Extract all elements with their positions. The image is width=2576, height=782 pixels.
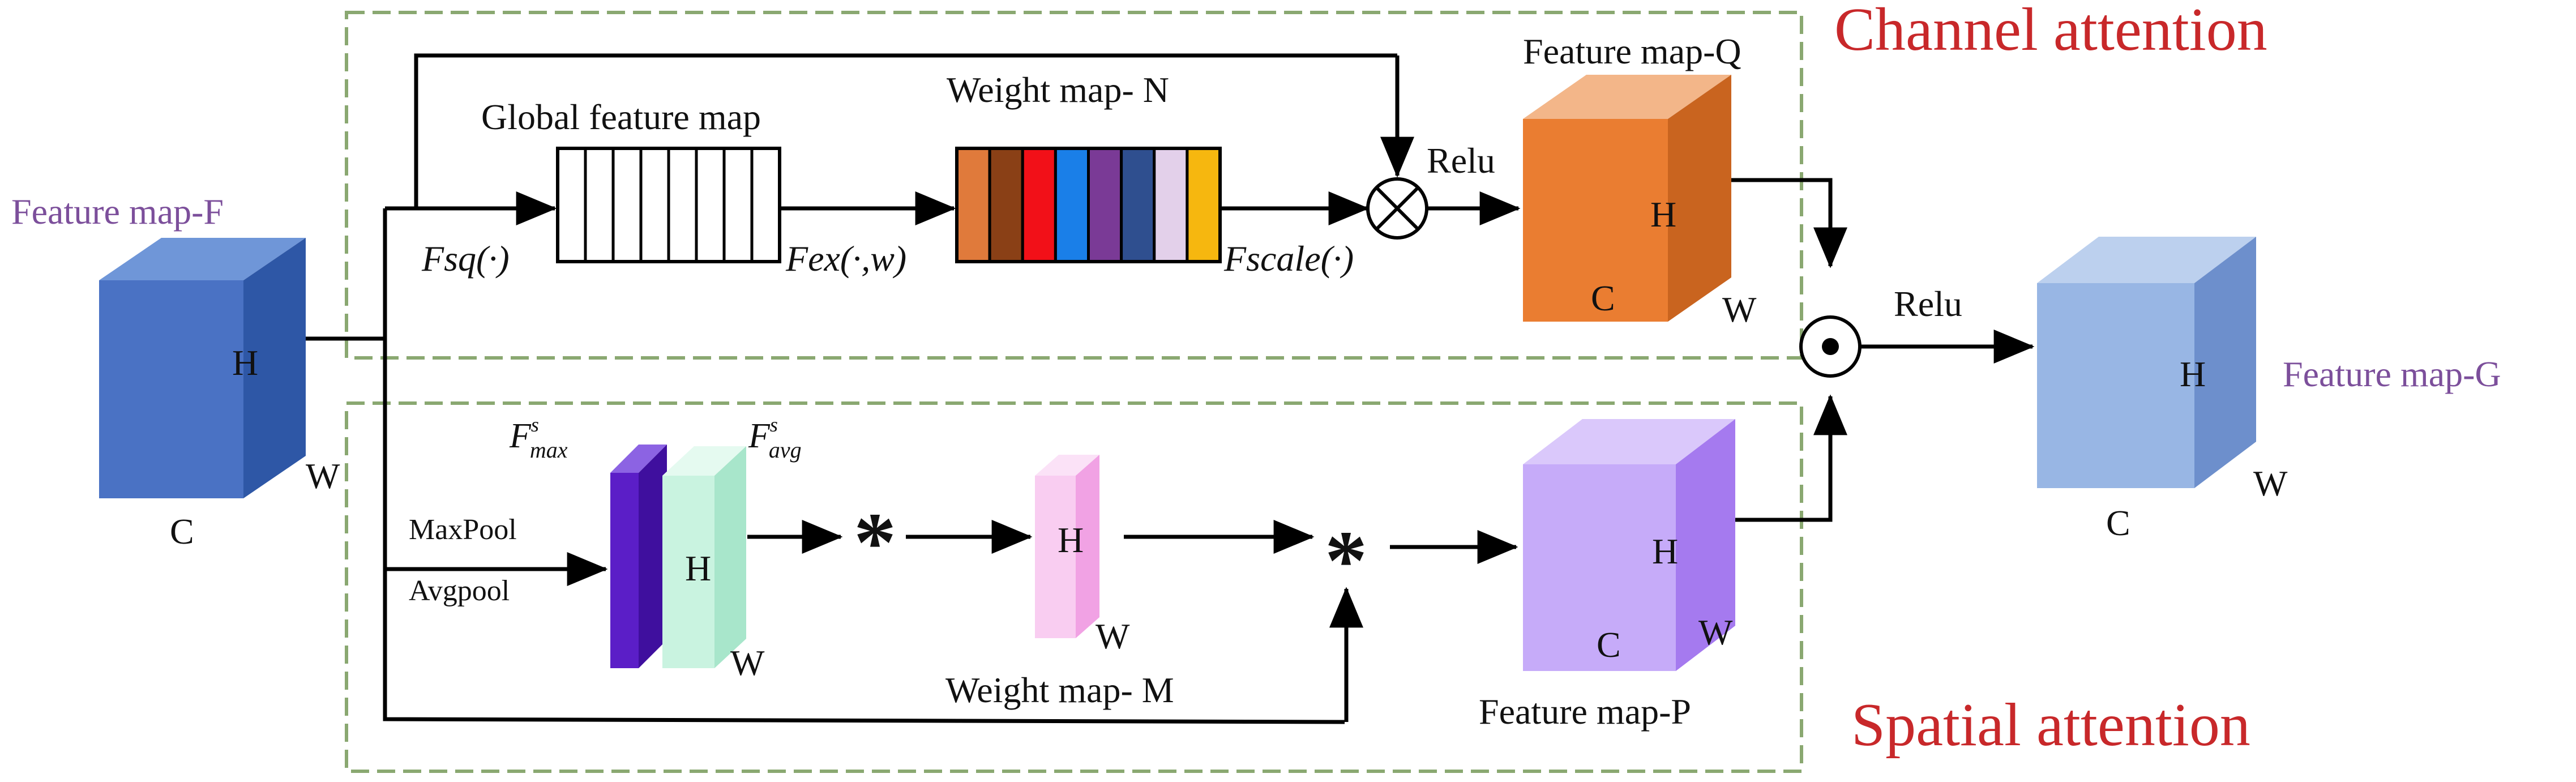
weight-m-w-label: W bbox=[1096, 616, 1130, 656]
cube-q-h-label: H bbox=[1650, 194, 1676, 234]
feature-map-p-cube: H C W bbox=[1523, 419, 1735, 671]
cube-p-w-label: W bbox=[1698, 612, 1733, 652]
spatial-attention-heading: Spatial attention bbox=[1851, 691, 2250, 759]
cube-p-top bbox=[1523, 419, 1735, 464]
cube-p-front bbox=[1523, 464, 1676, 671]
feature-map-q-cube: H C W bbox=[1523, 75, 1757, 330]
cube-g-top bbox=[2037, 237, 2256, 283]
cube-g-side bbox=[2194, 237, 2256, 488]
cube-g-front bbox=[2037, 283, 2194, 488]
favg-sub: avg bbox=[769, 437, 802, 463]
weight-map-n-label: Weight map- N bbox=[947, 70, 1169, 110]
pool-h-label: H bbox=[685, 548, 711, 588]
global-feature-map-label: Global feature map bbox=[481, 97, 761, 137]
cube-f-front bbox=[99, 280, 243, 498]
favg-base: F bbox=[748, 417, 771, 455]
cube-f-h-label: H bbox=[232, 343, 258, 383]
weight-map-m-label: Weight map- M bbox=[945, 670, 1174, 710]
asterisk-icon: * bbox=[854, 495, 896, 589]
cube-g-c-label: C bbox=[2106, 503, 2130, 543]
global-feature-map-strip bbox=[556, 147, 781, 263]
cube-q-side bbox=[1668, 75, 1731, 322]
fmax-slab bbox=[610, 445, 667, 668]
channel-attention-panel bbox=[345, 11, 1803, 360]
weight-map-m-slab: H W bbox=[1035, 455, 1130, 656]
weight-strip-cell bbox=[1054, 147, 1090, 263]
cube-q-top bbox=[1523, 75, 1731, 119]
relu-top-label: Relu bbox=[1427, 140, 1495, 181]
feature-map-g-cube: H C W bbox=[2037, 237, 2288, 543]
favg-front bbox=[662, 476, 714, 668]
circled-dot-icon bbox=[1799, 315, 1862, 378]
fmax-sup: s bbox=[531, 413, 539, 436]
weight-m-h-label: H bbox=[1058, 520, 1084, 560]
favg-side bbox=[714, 446, 746, 668]
weight-strip-cell bbox=[1120, 147, 1156, 263]
cube-g-w-label: W bbox=[2253, 463, 2288, 503]
weight-m-side bbox=[1076, 455, 1099, 638]
cube-p-side bbox=[1676, 419, 1735, 671]
weight-m-top bbox=[1035, 455, 1099, 476]
weight-strip-cell bbox=[1153, 147, 1189, 263]
pool-w-label: W bbox=[730, 643, 765, 683]
weight-strip-cell bbox=[1087, 147, 1123, 263]
fmax-front bbox=[610, 473, 639, 668]
favg-sup: s bbox=[770, 413, 778, 436]
cube-p-h-label: H bbox=[1652, 531, 1678, 571]
channel-attention-heading: Channel attention bbox=[1834, 0, 2267, 63]
connection-lines bbox=[306, 53, 2035, 724]
q-to-dot-line bbox=[1731, 178, 1847, 268]
feature-map-f-cube: H C W bbox=[99, 238, 340, 552]
cube-f-top bbox=[99, 238, 306, 280]
fmax-base: F bbox=[509, 417, 532, 455]
asterisk-icon: * bbox=[1325, 514, 1367, 608]
weight-m-front bbox=[1035, 476, 1076, 638]
feature-map-p-label: Feature map-P bbox=[1479, 691, 1691, 732]
weight-map-n-strip bbox=[955, 147, 1222, 263]
weight-strip-cell bbox=[1021, 147, 1057, 263]
cube-q-w-label: W bbox=[1722, 289, 1757, 330]
weight-strip-cell bbox=[1186, 147, 1222, 263]
weight-strip-frame bbox=[955, 147, 1222, 263]
cube-g-h-label: H bbox=[2180, 354, 2206, 394]
fex-label: Fex(·,w) bbox=[785, 238, 906, 279]
favg-top bbox=[662, 446, 746, 476]
feature-map-f-label: Feature map-F bbox=[11, 191, 224, 232]
fsq-label: Fsq(·) bbox=[421, 238, 510, 279]
maxpool-label: MaxPool bbox=[409, 514, 517, 546]
weight-strip-cell bbox=[988, 147, 1024, 263]
avgpool-label: Avgpool bbox=[409, 575, 510, 607]
fmax-top bbox=[610, 445, 667, 473]
cube-f-c-label: C bbox=[170, 511, 194, 552]
weight-strip-cell bbox=[955, 147, 991, 263]
fmax-side bbox=[639, 445, 667, 668]
fmax-sub: max bbox=[530, 437, 568, 463]
relu-out-label: Relu bbox=[1894, 284, 1962, 324]
cube-f-w-label: W bbox=[306, 456, 340, 496]
fscale-label: Fscale(·) bbox=[1223, 238, 1354, 279]
cube-f-side bbox=[243, 238, 306, 498]
favg-slab: H W bbox=[662, 446, 765, 683]
circled-times-icon bbox=[1366, 177, 1428, 240]
cube-p-c-label: C bbox=[1597, 625, 1621, 665]
feature-map-q-label: Feature map-Q bbox=[1523, 31, 1741, 71]
trunk-line bbox=[383, 208, 1345, 724]
cube-q-front bbox=[1523, 119, 1668, 322]
cube-q-c-label: C bbox=[1591, 278, 1615, 318]
p-to-dot-line bbox=[1735, 394, 1847, 522]
feature-map-g-label: Feature map-G bbox=[2283, 354, 2501, 394]
